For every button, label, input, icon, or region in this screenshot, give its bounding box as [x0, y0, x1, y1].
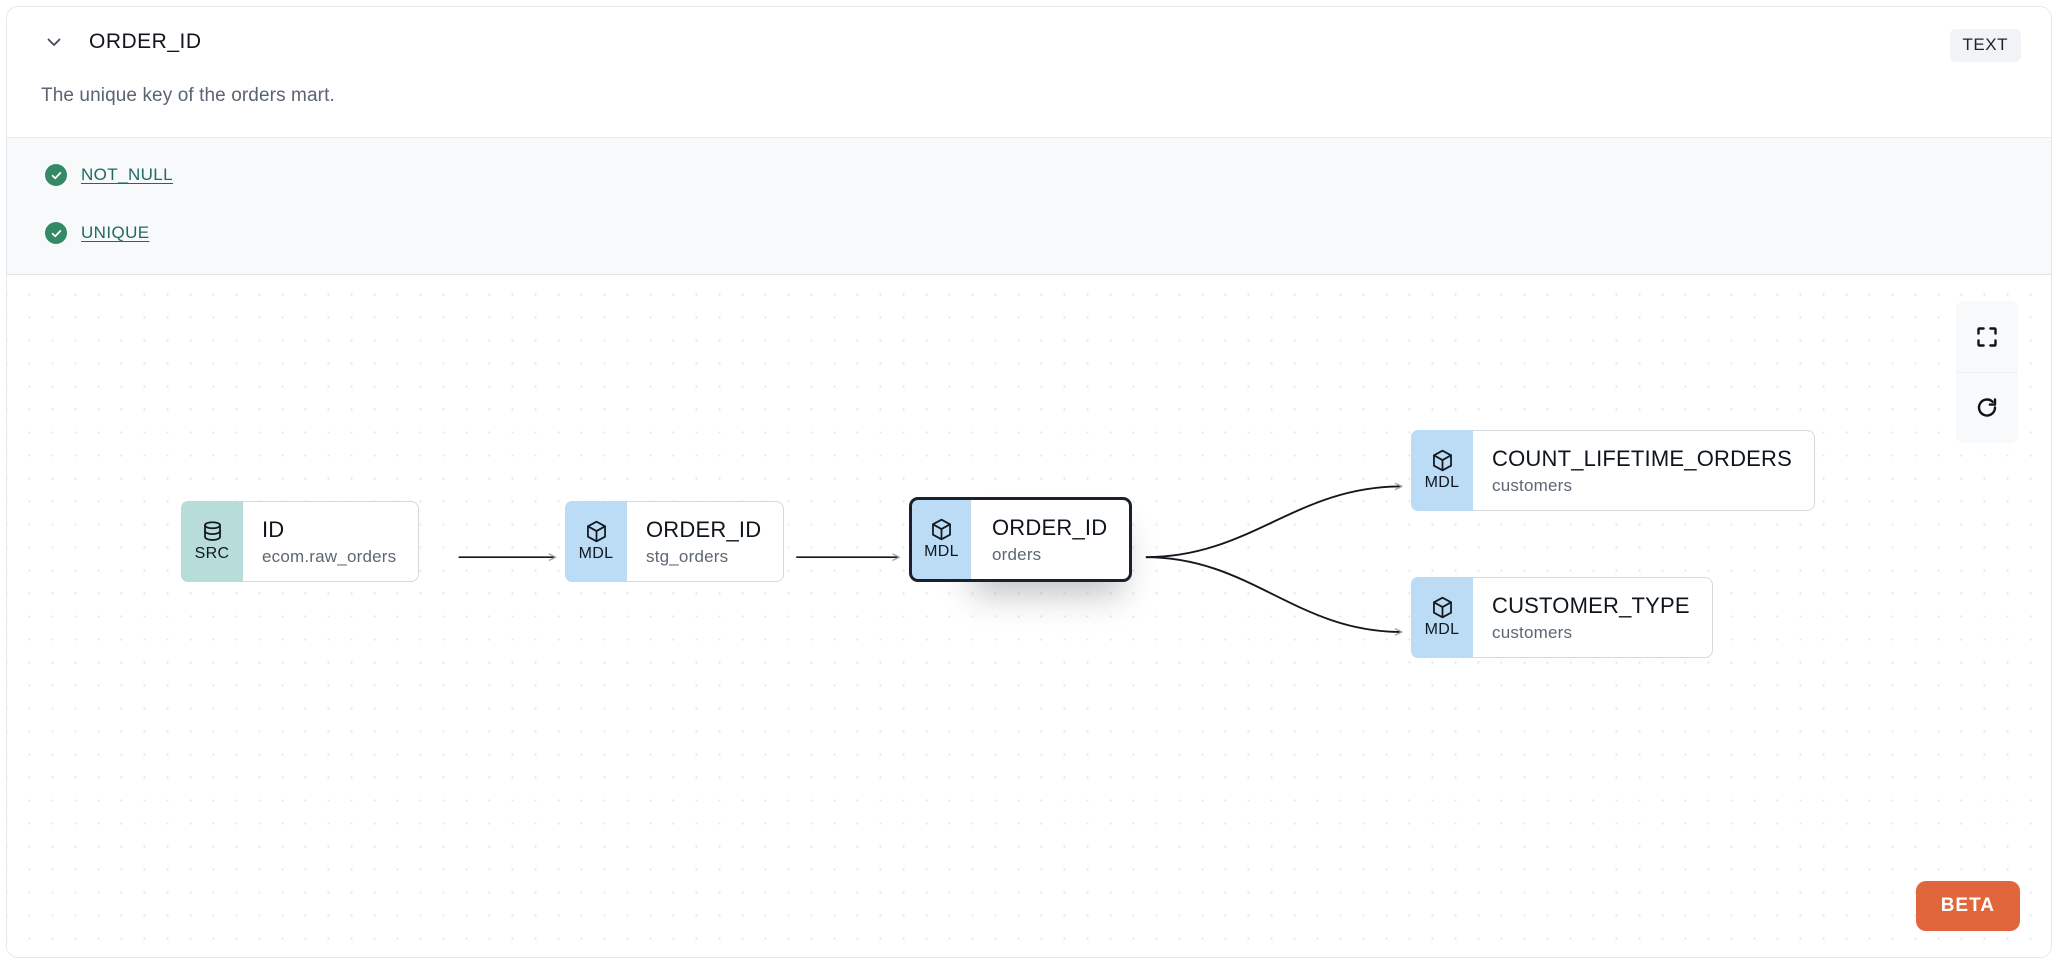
- database-icon: [200, 519, 225, 545]
- node-model-name: customers: [1492, 622, 1573, 642]
- node-badge-src: SRC: [181, 501, 243, 582]
- column-type-badge: TEXT: [1949, 29, 2021, 62]
- node-body: CUSTOMER_TYPE customers: [1465, 577, 1713, 658]
- node-body: COUNT_LIFETIME_ORDERS customers: [1465, 430, 1816, 511]
- page-title: ORDER_ID: [89, 30, 202, 53]
- check-circle-icon: [45, 222, 67, 244]
- column-description: The unique key of the orders mart.: [41, 85, 335, 106]
- node-badge-label: MDL: [578, 544, 614, 562]
- lineage-node-src[interactable]: SRC ID ecom.raw_orders: [181, 501, 420, 582]
- node-body: ORDER_ID stg_orders: [619, 501, 785, 582]
- node-model-name: ecom.raw_orders: [262, 546, 397, 566]
- test-link-unique[interactable]: UNIQUE: [81, 223, 150, 242]
- check-circle-icon: [45, 164, 67, 186]
- panel-header: ORDER_ID TEXT The unique key of the orde…: [7, 7, 2051, 137]
- edge-orders-count: [1145, 482, 1403, 559]
- test-item: NOT_NULL: [45, 164, 173, 186]
- node-badge-mdl: MDL: [565, 501, 627, 582]
- node-column-name: ID: [262, 517, 285, 542]
- cube-icon: [1430, 595, 1455, 621]
- node-badge-mdl: MDL: [1411, 577, 1473, 658]
- test-link-not-null[interactable]: NOT_NULL: [81, 165, 174, 184]
- canvas-controls: [1956, 301, 2018, 443]
- fullscreen-icon: [1975, 325, 1999, 349]
- tests-section: NOT_NULL UNIQUE: [7, 137, 2051, 275]
- node-column-name: CUSTOMER_TYPE: [1492, 593, 1690, 618]
- node-model-name: orders: [992, 544, 1042, 564]
- lineage-edges: [458, 482, 1403, 636]
- header-title-row: ORDER_ID: [41, 29, 202, 55]
- beta-badge[interactable]: BETA: [1915, 881, 2020, 931]
- cube-icon: [929, 517, 954, 543]
- fit-view-button[interactable]: [1956, 301, 2018, 372]
- column-detail-panel: ORDER_ID TEXT The unique key of the orde…: [6, 6, 2052, 958]
- lineage-node-stg-orders[interactable]: MDL ORDER_ID stg_orders: [565, 501, 785, 582]
- node-column-name: ORDER_ID: [992, 515, 1108, 540]
- node-body: ORDER_ID orders: [963, 497, 1133, 582]
- node-badge-label: MDL: [924, 542, 959, 560]
- node-model-name: stg_orders: [646, 546, 729, 566]
- node-badge-label: MDL: [1424, 620, 1460, 638]
- node-column-name: ORDER_ID: [646, 517, 762, 542]
- lineage-canvas[interactable]: SRC ID ecom.raw_orders MDL ORDE: [7, 275, 2051, 957]
- node-badge-mdl: MDL: [1411, 430, 1473, 511]
- lineage-node-customer-type[interactable]: MDL CUSTOMER_TYPE customers: [1411, 577, 1713, 658]
- node-column-name: COUNT_LIFETIME_ORDERS: [1492, 446, 1793, 471]
- test-item: UNIQUE: [45, 222, 150, 244]
- cube-icon: [1430, 448, 1455, 474]
- chevron-down-icon[interactable]: [41, 29, 67, 55]
- refresh-button[interactable]: [1956, 372, 2018, 443]
- edge-orders-custype: [1145, 556, 1403, 636]
- node-badge-label: MDL: [1424, 473, 1460, 491]
- node-model-name: customers: [1492, 475, 1573, 495]
- refresh-icon: [1975, 396, 1999, 420]
- node-badge-label: SRC: [194, 544, 230, 562]
- node-badge-mdl: MDL: [909, 497, 971, 582]
- lineage-node-orders[interactable]: MDL ORDER_ID orders: [909, 497, 1133, 582]
- node-body: ID ecom.raw_orders: [235, 501, 420, 582]
- lineage-node-count-lifetime-orders[interactable]: MDL COUNT_LIFETIME_ORDERS customers: [1411, 430, 1816, 511]
- cube-icon: [584, 519, 609, 545]
